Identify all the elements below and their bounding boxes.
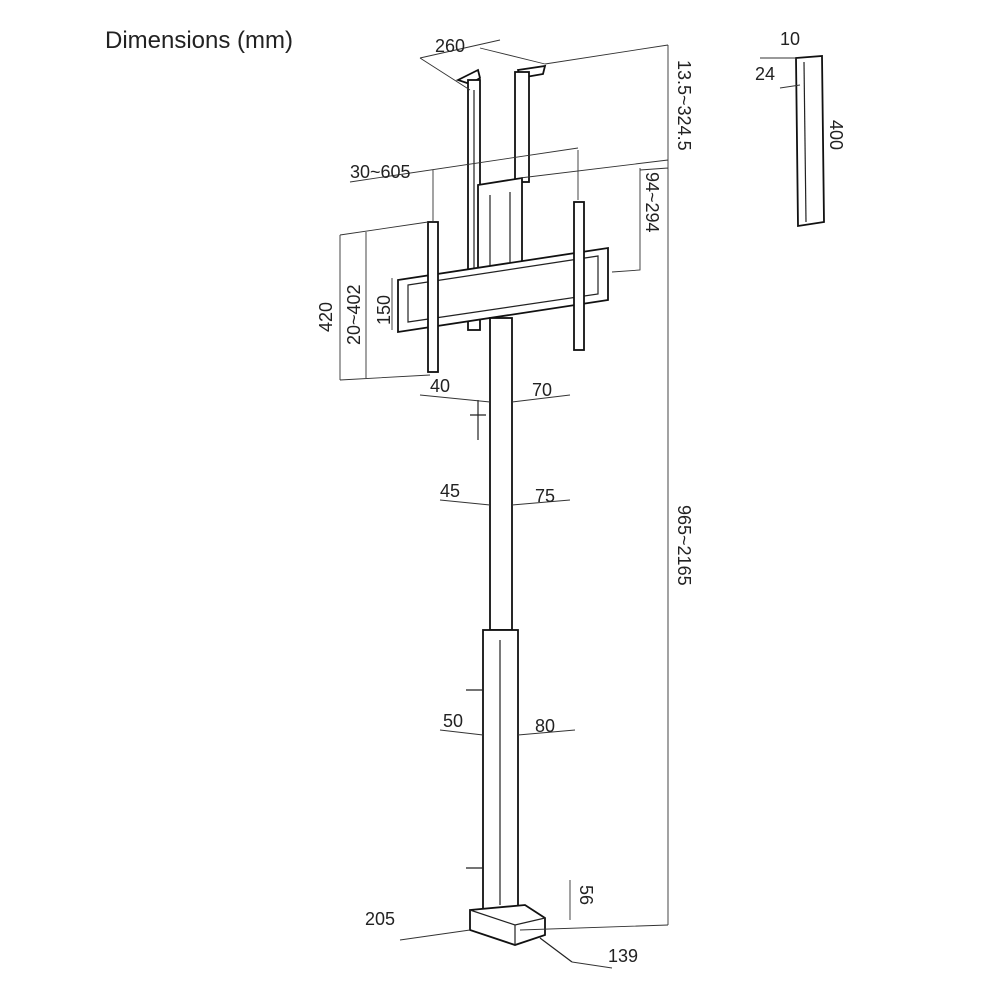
dim-50: 50: [443, 711, 463, 731]
rail-side-view: [795, 55, 825, 228]
dim-10: 10: [780, 29, 800, 49]
dim-total-height: 965~2165: [674, 505, 694, 586]
base: [469, 904, 573, 963]
dim-45: 45: [440, 481, 460, 501]
dim-420: 420: [316, 302, 336, 332]
dim-56: 56: [576, 885, 596, 905]
dim-vesa-vertical: 20~402: [344, 284, 364, 345]
dim-75: 75: [535, 486, 555, 506]
dim-80: 80: [535, 716, 555, 736]
dim-205: 205: [365, 909, 395, 929]
dim-400: 400: [826, 120, 846, 150]
dim-vertical-adjust: 94~294: [642, 172, 662, 233]
dimension-lines: [339, 39, 801, 969]
dim-260: 260: [435, 36, 465, 56]
tv-frame: [397, 201, 609, 373]
dim-40: 40: [430, 376, 450, 396]
dim-vesa-horizontal: 30~605: [350, 162, 411, 182]
dim-70: 70: [532, 380, 552, 400]
dim-24: 24: [755, 64, 775, 84]
pole: [466, 317, 519, 911]
diagram-title: Dimensions (mm): [105, 27, 293, 54]
dim-139: 139: [608, 946, 638, 966]
dim-ceiling-extension: 13.5~324.5: [674, 60, 694, 151]
dim-150: 150: [374, 295, 394, 325]
